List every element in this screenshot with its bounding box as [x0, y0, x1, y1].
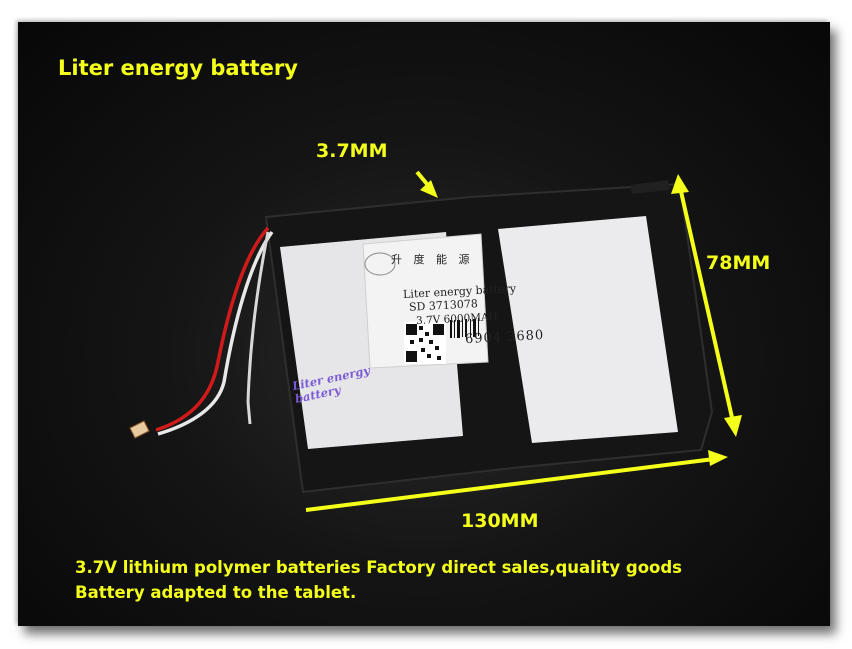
thickness-label: 3.7MM: [316, 140, 388, 162]
height-arrowhead-bottom-icon: [724, 415, 742, 437]
height-arrow: [678, 186, 735, 423]
red-wire: [155, 226, 270, 432]
height-label: 78MM: [706, 252, 771, 274]
foil-panel-right: [498, 216, 678, 443]
length-arrowhead-icon: [708, 450, 728, 466]
thickness-arrowhead-icon: [420, 180, 438, 198]
height-arrowhead-top-icon: [671, 174, 689, 194]
wire-connector: [129, 420, 150, 439]
qr-code: [406, 324, 444, 362]
white-wire: [157, 230, 274, 436]
white-wire-2: [246, 231, 270, 425]
page-title: Liter energy battery: [58, 56, 298, 80]
barcode: [450, 318, 479, 338]
photo-frame: Liter energy battery 3.7MM 78MM 130MM 升 …: [18, 22, 830, 626]
description-line-1: 3.7V lithium polymer batteries Factory d…: [75, 558, 682, 577]
description-line-2: Battery adapted to the tablet.: [75, 583, 357, 602]
battery-corner-tab: [630, 180, 670, 194]
label-chinese-text: 升 度 能 源: [391, 253, 474, 266]
length-arrow: [305, 457, 715, 512]
stamp-icon: [364, 252, 396, 276]
dimension-arrows: [305, 170, 742, 512]
length-label: 130MM: [461, 510, 539, 532]
battery-illustration: [129, 170, 742, 512]
